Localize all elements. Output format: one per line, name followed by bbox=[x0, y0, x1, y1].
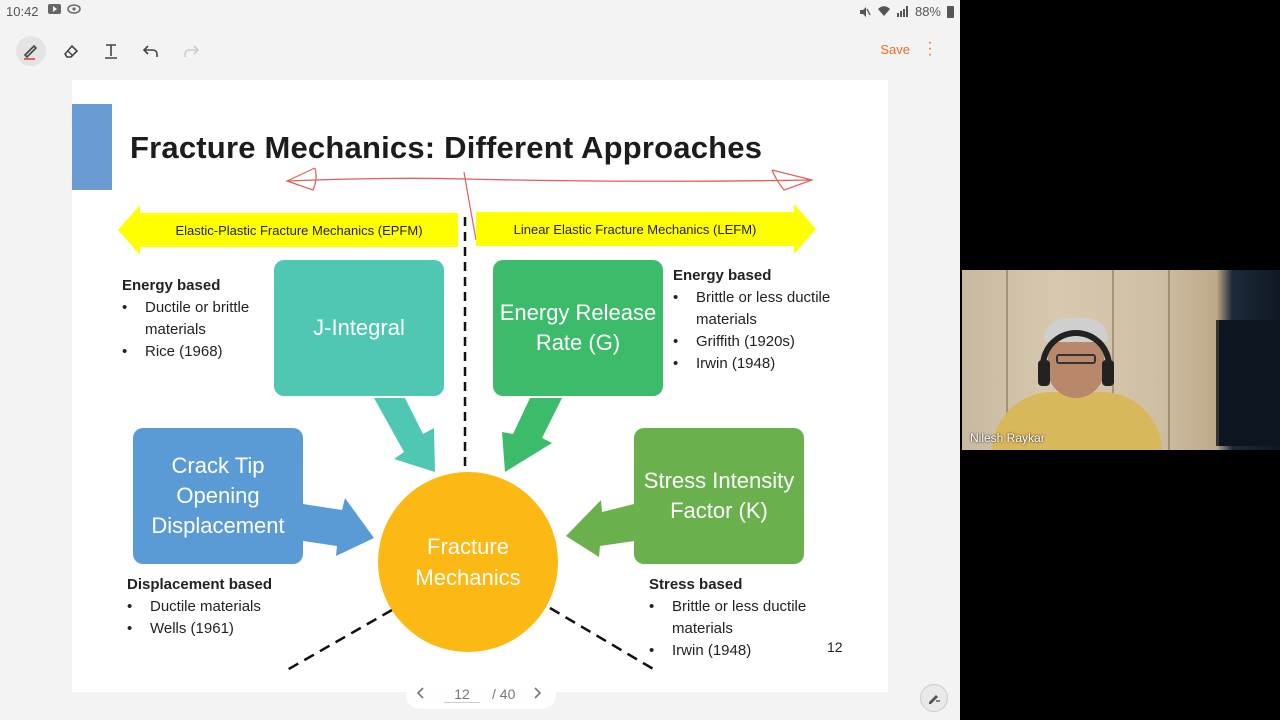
annotation-stroke-right-head bbox=[771, 169, 815, 191]
text-icon bbox=[105, 44, 117, 59]
video-panel: Nilesh Raykar bbox=[960, 0, 1280, 720]
list-item: Brittle or less ductile materials bbox=[649, 596, 819, 640]
more-vertical-icon: ··· bbox=[927, 34, 933, 63]
list-item: Rice (1968) bbox=[122, 341, 282, 363]
divider-left bbox=[286, 608, 393, 672]
wifi-icon bbox=[877, 6, 890, 17]
arrow-j-to-center bbox=[374, 398, 435, 472]
page-navigator: 12 / 40 bbox=[406, 681, 556, 709]
battery-icon bbox=[947, 5, 954, 18]
j-integral-box: J-Integral bbox=[274, 260, 444, 396]
list-item: Ductile materials bbox=[127, 596, 327, 618]
status-time: 10:42 bbox=[6, 4, 39, 19]
list-item: Griffith (1920s) bbox=[673, 331, 843, 353]
eraser-tool-button[interactable] bbox=[56, 36, 86, 66]
stress-intensity-box: Stress Intensity Factor (K) bbox=[634, 428, 804, 564]
bottom-left-notes: Displacement based Ductile materials Wel… bbox=[127, 574, 327, 640]
pen-icon bbox=[23, 44, 38, 60]
slide-graphics bbox=[285, 167, 815, 672]
undo-icon bbox=[142, 45, 158, 57]
chevron-left-icon bbox=[416, 687, 424, 699]
save-button[interactable]: Save bbox=[880, 42, 910, 57]
slide-title: Fracture Mechanics: Different Approaches bbox=[130, 130, 763, 165]
lefm-arrow: Linear Elastic Fracture Mechanics (LEFM) bbox=[476, 204, 816, 254]
list-item: Wells (1961) bbox=[127, 618, 327, 640]
pen-tool-button[interactable] bbox=[16, 36, 46, 66]
headphones-icon bbox=[1040, 330, 1112, 380]
redo-icon bbox=[184, 45, 200, 57]
divider-right bbox=[549, 606, 656, 672]
notes-heading: Stress based bbox=[649, 576, 743, 593]
annotation-toolbar: Save ··· bbox=[0, 22, 960, 80]
arrow-ctod-to-center bbox=[303, 498, 374, 556]
text-tool-button[interactable] bbox=[96, 36, 126, 66]
prev-page-button[interactable] bbox=[416, 686, 430, 703]
next-page-button[interactable] bbox=[532, 686, 546, 703]
mute-icon bbox=[859, 6, 871, 17]
annotation-stroke-tick bbox=[463, 171, 477, 241]
slide-accent-bar bbox=[72, 104, 112, 190]
notes-heading: Energy based bbox=[122, 277, 221, 294]
battery-percent: 88% bbox=[914, 4, 941, 19]
energy-release-rate-box: Energy Release Rate (G) bbox=[493, 260, 663, 396]
edit-mode-button[interactable] bbox=[920, 684, 948, 712]
eraser-icon bbox=[63, 44, 79, 58]
top-right-notes: Energy based Brittle or less ductile mat… bbox=[673, 265, 843, 375]
undo-button[interactable] bbox=[136, 36, 166, 66]
ctod-box: Crack Tip Opening Displacement bbox=[133, 428, 303, 564]
arrow-k-to-center bbox=[566, 500, 634, 557]
list-item: Ductile or brittle materials bbox=[122, 297, 282, 341]
eye-icon bbox=[67, 4, 81, 14]
arrow-g-to-center bbox=[502, 398, 562, 472]
annotation-stroke-left-head bbox=[285, 167, 317, 191]
slide-number: 12 bbox=[827, 639, 843, 655]
signal-icon bbox=[896, 6, 908, 17]
pen-edit-icon bbox=[929, 695, 940, 704]
redo-button[interactable] bbox=[176, 36, 206, 66]
pdf-annotator: 10:42 88% bbox=[0, 0, 960, 720]
epfm-arrow: Elastic-Plastic Fracture Mechanics (EPFM… bbox=[118, 205, 458, 255]
top-left-notes: Energy based Ductile or brittle material… bbox=[122, 275, 282, 363]
bottom-right-notes: Stress based Brittle or less ductile mat… bbox=[649, 574, 819, 662]
slide-page[interactable]: Fracture Mechanics: Different Approaches… bbox=[72, 80, 888, 692]
youtube-icon bbox=[48, 4, 61, 14]
participant-video[interactable]: Nilesh Raykar bbox=[962, 270, 1280, 450]
page-total: / 40 bbox=[492, 686, 516, 702]
participant-name: Nilesh Raykar bbox=[970, 431, 1045, 445]
list-item: Irwin (1948) bbox=[649, 640, 819, 662]
more-menu-button[interactable]: ··· bbox=[926, 35, 934, 63]
participant-body bbox=[992, 392, 1162, 450]
status-bar: 10:42 88% bbox=[0, 0, 960, 22]
notes-heading: Displacement based bbox=[127, 576, 273, 593]
fracture-mechanics-circle: Fracture Mechanics bbox=[378, 472, 558, 652]
background-monitor bbox=[1216, 320, 1280, 446]
annotation-stroke-arrow bbox=[286, 177, 813, 182]
list-item: Brittle or less ductile materials bbox=[673, 287, 843, 331]
notes-heading: Energy based bbox=[673, 267, 772, 284]
page-number-input[interactable]: 12 bbox=[444, 686, 480, 703]
chevron-right-icon bbox=[534, 687, 542, 699]
list-item: Irwin (1948) bbox=[673, 353, 843, 375]
